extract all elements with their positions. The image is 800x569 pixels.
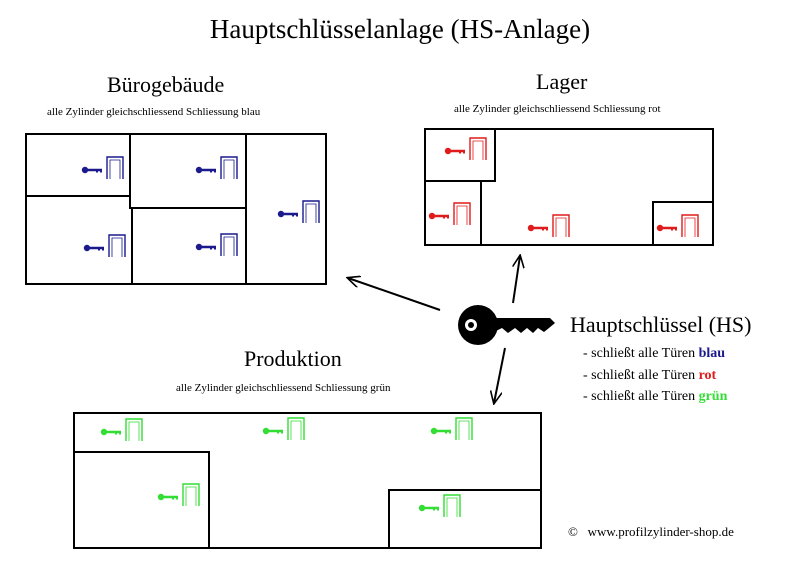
key-icon bbox=[277, 210, 298, 218]
copyright-url: www.profilzylinder-shop.de bbox=[587, 524, 734, 539]
bullet-color-word: grün bbox=[698, 389, 728, 404]
lager-room-1 bbox=[424, 128, 496, 182]
door-icon bbox=[220, 156, 238, 179]
produktion-subtitle: alle Zylinder gleichschliessend Schliess… bbox=[176, 382, 391, 394]
master-key-bullet-rot: - schließt alle Türen rot bbox=[583, 368, 716, 384]
door-icon bbox=[443, 494, 461, 517]
rot-key-door-2 bbox=[428, 202, 471, 225]
door-icon bbox=[681, 214, 699, 237]
buero-room-4 bbox=[131, 207, 247, 285]
key-icon bbox=[430, 427, 451, 435]
master-key-icon bbox=[458, 305, 555, 345]
bullet-text: - schließt alle Türen bbox=[583, 389, 699, 404]
key-icon bbox=[444, 147, 465, 155]
lager-subtitle: alle Zylinder gleichschliessend Schliess… bbox=[454, 103, 661, 115]
rot-key-door-1 bbox=[444, 137, 487, 160]
buero-room-5 bbox=[245, 133, 327, 285]
buero-subtitle: alle Zylinder gleichschliessend Schliess… bbox=[47, 106, 261, 118]
buero-room-2 bbox=[25, 195, 133, 285]
door-icon bbox=[469, 137, 487, 160]
key-icon bbox=[527, 224, 548, 232]
lager-title: Lager bbox=[536, 69, 588, 94]
key-icon bbox=[195, 166, 216, 174]
arrow-to-buero bbox=[348, 278, 441, 311]
door-icon bbox=[125, 418, 143, 441]
door-icon bbox=[220, 233, 238, 256]
copyright-symbol: © bbox=[568, 524, 578, 539]
produktion-building bbox=[73, 412, 542, 549]
copyright: © www.profilzylinder-shop.de bbox=[568, 524, 734, 540]
buero-room-3 bbox=[129, 133, 247, 209]
gruen-key-door-5 bbox=[418, 494, 461, 517]
blau-key-door-2 bbox=[195, 156, 238, 179]
blau-key-door-1 bbox=[81, 156, 124, 179]
door-icon bbox=[287, 417, 305, 440]
door-icon bbox=[455, 417, 473, 440]
key-icon bbox=[81, 166, 102, 174]
blau-key-door-4 bbox=[195, 233, 238, 256]
key-icon bbox=[100, 428, 121, 436]
lager-room-3 bbox=[652, 201, 714, 246]
gruen-key-door-2 bbox=[262, 417, 305, 440]
page-title: Hauptschlüsselanlage (HS-Anlage) bbox=[209, 14, 591, 44]
lager-room-2 bbox=[424, 180, 482, 246]
key-icon bbox=[195, 243, 216, 251]
key-icon bbox=[157, 493, 178, 501]
bullet-color-word: blau bbox=[698, 346, 726, 361]
gruen-key-door-3 bbox=[430, 417, 473, 440]
produktion-title: Produktion bbox=[244, 346, 342, 371]
key-icon bbox=[428, 212, 449, 220]
produktion-room-1 bbox=[73, 451, 210, 549]
bullet-text: - schließt alle Türen bbox=[583, 368, 699, 383]
rot-key-door-4 bbox=[656, 214, 699, 237]
master-key-bullet-gruen: - schließt alle Türen grün bbox=[583, 389, 727, 405]
bullet-color-word: rot bbox=[698, 368, 717, 383]
arrow-to-produktion bbox=[494, 347, 506, 403]
produktion-room-2 bbox=[388, 489, 542, 549]
blau-key-door-3 bbox=[83, 234, 126, 257]
buero-title: Bürogebäude bbox=[107, 72, 225, 97]
buero-room-1 bbox=[25, 133, 133, 197]
bullet-text: - schließt alle Türen bbox=[583, 346, 699, 361]
key-icon bbox=[656, 224, 677, 232]
door-icon bbox=[106, 156, 124, 179]
key-icon bbox=[418, 504, 439, 512]
blau-key-door-5 bbox=[277, 200, 320, 223]
key-icon bbox=[262, 427, 283, 435]
gruen-key-door-1 bbox=[100, 418, 143, 441]
buero-building bbox=[25, 133, 327, 285]
door-icon bbox=[302, 200, 320, 223]
master-key-bullet-blau: - schließt alle Türen blau bbox=[583, 346, 725, 362]
arrow-to-lager bbox=[512, 256, 520, 304]
rot-key-door-3 bbox=[527, 214, 570, 237]
door-icon bbox=[453, 202, 471, 225]
gruen-key-door-4 bbox=[157, 483, 200, 506]
master-key-title: Hauptschlüssel (HS) bbox=[570, 312, 752, 337]
door-icon bbox=[108, 234, 126, 257]
door-icon bbox=[182, 483, 200, 506]
key-icon bbox=[83, 244, 104, 252]
door-icon bbox=[552, 214, 570, 237]
